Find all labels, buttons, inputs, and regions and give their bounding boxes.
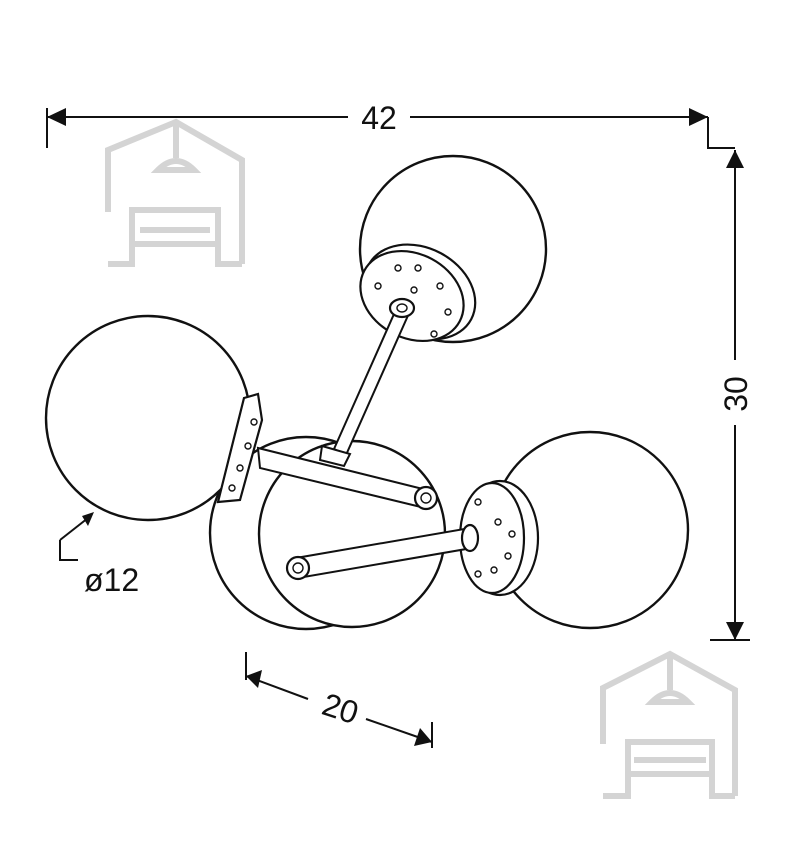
height-dimension-label: 30 xyxy=(718,376,754,412)
watermark-logo-bottom-icon xyxy=(600,650,738,799)
width-dimension-label: 42 xyxy=(361,100,397,136)
globe-left-holder xyxy=(216,392,264,504)
depth-dimension-label: 20 xyxy=(318,686,363,731)
globe-right-holder xyxy=(458,479,540,597)
arm-right xyxy=(285,523,480,581)
globe-left xyxy=(44,314,252,522)
watermark-logo-top-icon xyxy=(105,118,245,267)
arm-left xyxy=(256,446,439,511)
arm-joint xyxy=(318,444,352,468)
arm-top xyxy=(332,297,416,457)
width-dimension: 42 xyxy=(46,100,735,149)
globe-diameter-label: ø12 xyxy=(84,562,139,598)
height-dimension: 30 xyxy=(710,150,754,641)
globe-diameter-callout: ø12 xyxy=(59,512,139,598)
depth-dimension: 20 xyxy=(245,652,433,748)
